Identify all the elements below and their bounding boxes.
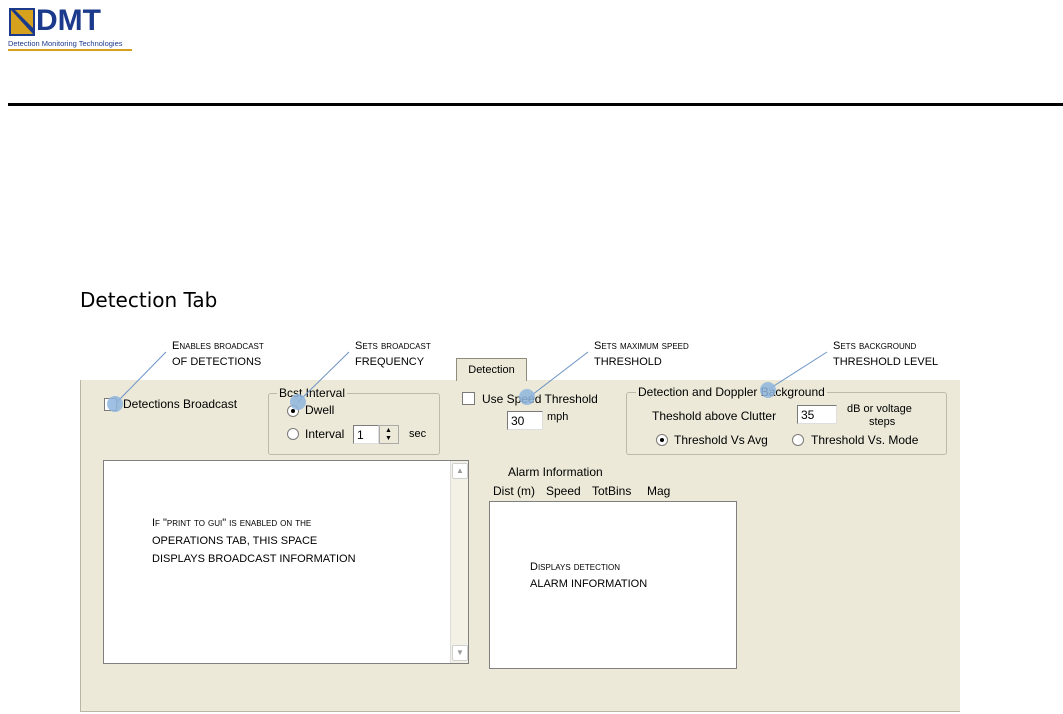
callout-max-speed: Sets maximum speed threshold [594,338,689,370]
callout-line: Enables broadcast [172,340,264,352]
clutter-threshold-input[interactable]: 35 [797,405,837,424]
callout-line: frequency [355,356,425,368]
use-speed-threshold-label: Use Speed Threshold [482,392,598,406]
logo-emblem-icon [9,8,35,36]
alarm-col-mag: Mag [647,484,671,498]
threshold-vs-mode-label: Threshold Vs. Mode [811,433,919,447]
threshold-above-clutter-label: Theshold above Clutter [652,409,777,423]
broadcast-note: If "print to gui" is enabled on the oper… [152,514,356,568]
header-divider [8,103,1063,106]
logo-underline [8,49,132,51]
section-title: Detection Tab [80,288,218,312]
callout-marker [290,394,306,410]
callout-marker [107,396,123,412]
threshold-unit-line2: steps [869,416,896,428]
dmt-logo: DMT Detection Monitoring Technologies [7,4,135,51]
broadcast-note-line: If "print to gui" is enabled on the [152,517,312,529]
doppler-background-legend: Detection and Doppler Background [636,385,827,399]
interval-label: Interval [305,427,345,441]
bcst-interval-group [268,393,440,455]
broadcast-scrollbar[interactable]: ▲ ▼ [450,461,468,663]
threshold-unit-line1: dB or voltage [847,403,912,415]
callout-line: threshold level [833,356,939,368]
callout-line: Sets maximum speed [594,340,689,352]
bcst-interval-legend: Bcst Interval [277,386,348,400]
speed-unit: mph [547,411,569,423]
alarm-note-line: alarm information [530,578,648,590]
callout-background-threshold: Sets background threshold level [833,338,938,370]
callout-line: Sets background [833,340,917,352]
scroll-down-icon[interactable]: ▼ [452,645,468,661]
logo-tagline: Detection Monitoring Technologies [8,39,123,48]
dwell-label: Dwell [305,403,335,417]
broadcast-note-line: displays broadcast information [152,553,356,565]
tab-detection[interactable]: Detection [456,358,527,381]
callout-marker [519,389,535,405]
callout-line: Sets broadcast [355,340,431,352]
callout-broadcast-frequency: Sets broadcast frequency [355,338,431,370]
speed-threshold-input[interactable]: 30 [507,411,543,430]
alarm-note-line: Displays detection [530,561,620,573]
broadcast-note-line: operations tab, this space [152,535,318,547]
stepper-up-icon[interactable]: ▲ [385,427,392,434]
callout-enables-broadcast: Enables broadcast of detections [172,338,264,370]
callout-line: of detections [172,356,262,368]
stepper-down-icon[interactable]: ▼ [385,435,392,442]
interval-input[interactable]: 1 [353,425,379,444]
logo-wordmark: DMT [36,4,101,37]
callout-marker [760,382,776,398]
alarm-col-speed: Speed [546,484,581,498]
broadcast-output-textbox[interactable]: ▲ ▼ [103,460,469,664]
alarm-col-totbins: TotBins [592,484,632,498]
interval-unit: sec [409,428,427,440]
threshold-vs-mode-radio[interactable] [792,434,804,446]
alarm-col-dist: Dist (m) [493,484,535,498]
threshold-vs-avg-label: Threshold Vs Avg [674,433,768,447]
interval-radio[interactable] [287,428,299,440]
callout-line: threshold [594,356,662,368]
scroll-up-icon[interactable]: ▲ [452,463,468,479]
interval-stepper[interactable]: ▲ ▼ [379,425,399,444]
alarm-information-list[interactable] [489,501,737,669]
alarm-note: Displays detection alarm information [530,559,647,593]
alarm-information-title: Alarm Information [508,465,603,479]
use-speed-threshold-checkbox[interactable] [462,392,475,405]
threshold-vs-avg-radio[interactable] [656,434,668,446]
detections-broadcast-label: Detections Broadcast [123,397,238,411]
